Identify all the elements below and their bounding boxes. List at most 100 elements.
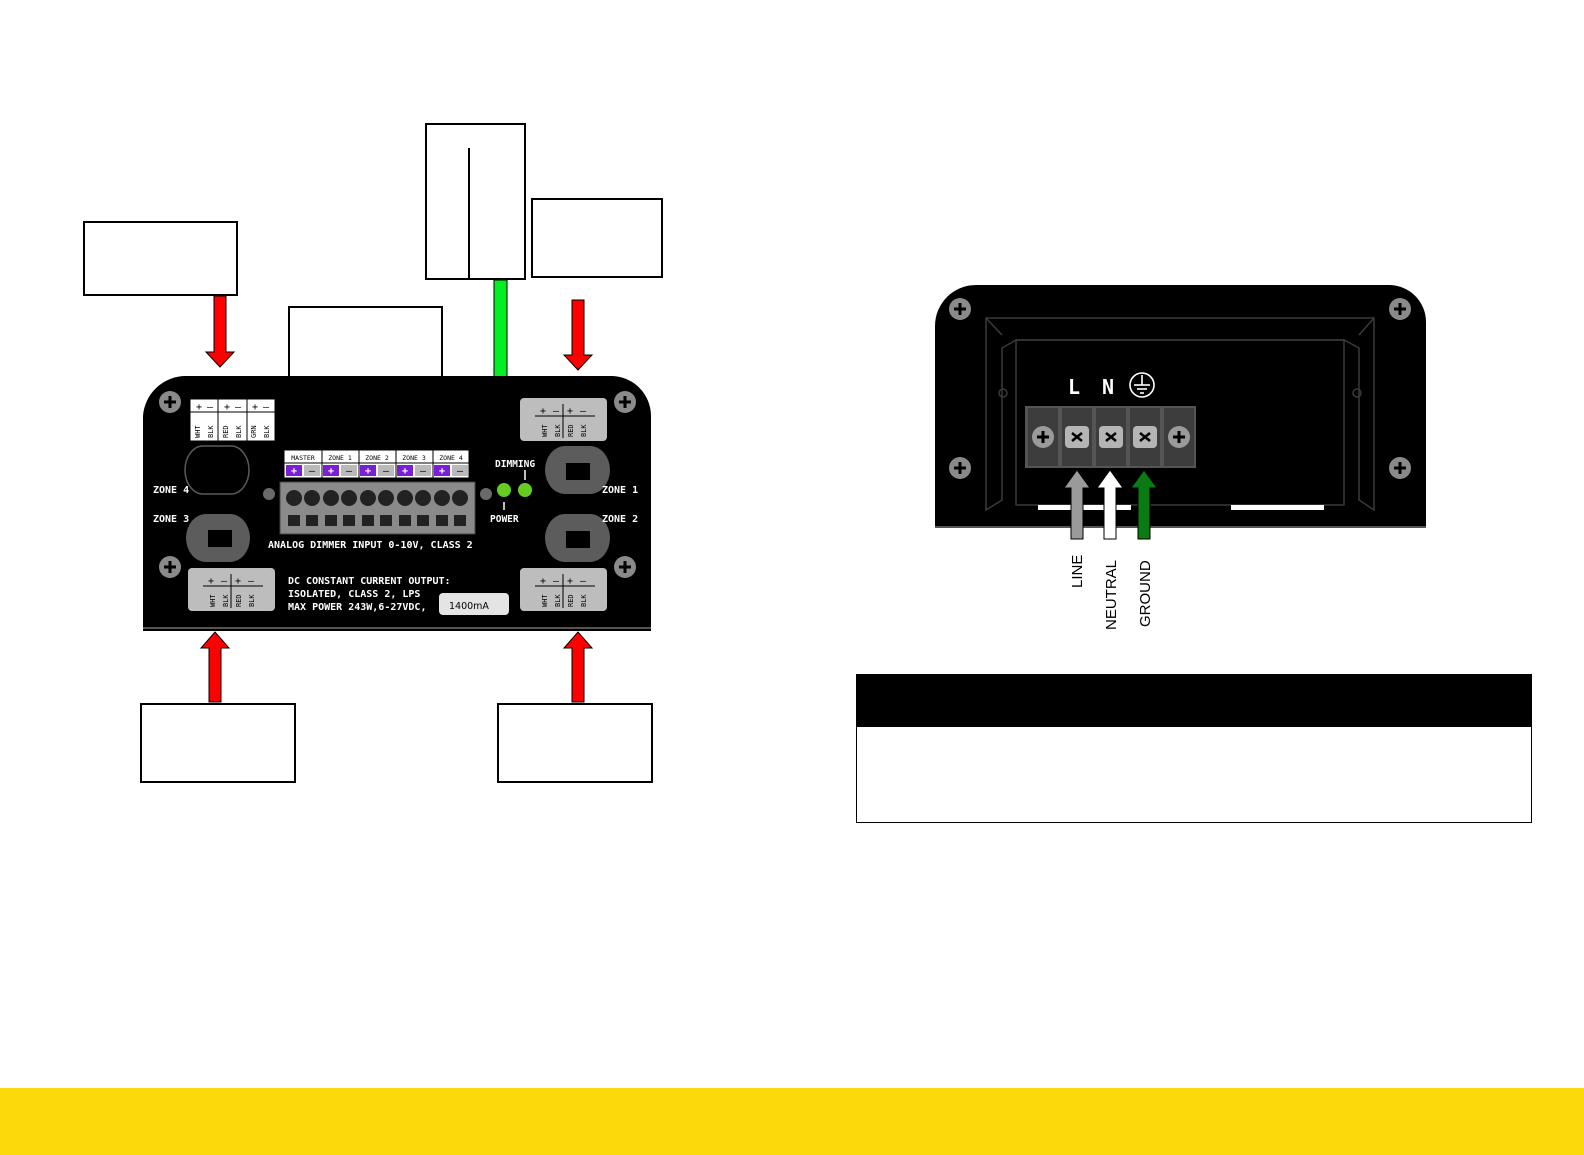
power-led: [497, 483, 511, 497]
knockout-zone1: [545, 446, 610, 494]
polarity-plus: +: [567, 406, 573, 417]
power-label: POWER: [490, 514, 519, 525]
polarity-plus: +: [567, 576, 573, 587]
arrow-zone4: [204, 295, 236, 368]
screw-icon: [949, 457, 971, 479]
polarity-minus: –: [420, 466, 427, 477]
ac-terminal-strip: [1025, 406, 1196, 468]
callout-box-status-leds: [425, 123, 526, 280]
polarity-minus: –: [580, 576, 587, 587]
knockout-zone4: [184, 445, 250, 495]
arrow-zone3: [199, 631, 231, 703]
wire-code: BLK: [263, 425, 271, 438]
wire-label-neutral: NEUTRAL: [1103, 560, 1120, 630]
wire-code: BLK: [248, 594, 256, 607]
polarity-minus: –: [309, 466, 316, 477]
dimming-label: DIMMING: [495, 459, 535, 470]
wire-legend-zone4: [189, 398, 276, 442]
wire-arrow-neutral: [1096, 469, 1124, 540]
polarity-minus: –: [553, 406, 560, 417]
polarity-minus: –: [207, 402, 214, 413]
wire-arrow-line: [1063, 469, 1091, 540]
polarity-minus: –: [580, 406, 587, 417]
dimmer-header: ZONE 2: [365, 454, 389, 462]
dimmer-caption: ANALOG DIMMER INPUT 0-10V, CLASS 2: [268, 540, 473, 551]
screw-icon: [949, 298, 971, 320]
dimmer-header: ZONE 4: [439, 454, 463, 462]
wire-code: BLK: [207, 425, 215, 438]
enclosure-outline: [985, 317, 1375, 512]
dimming-led: [518, 483, 532, 497]
zone-label: ZONE 3: [153, 514, 189, 525]
wire-code: BLK: [580, 424, 588, 437]
current-badge: [439, 593, 509, 615]
polarity-minus: –: [346, 466, 353, 477]
dimmer-header: ZONE 3: [402, 454, 426, 462]
wire-code: RED: [567, 424, 575, 437]
wire-code: WHT: [209, 594, 217, 607]
polarity-minus: –: [221, 576, 228, 587]
output-spec-line: DC CONSTANT CURRENT OUTPUT:: [288, 576, 451, 587]
knockout-zone3: [186, 514, 250, 562]
screw-icon: [159, 391, 181, 413]
polarity-plus: +: [540, 576, 546, 587]
polarity-plus: +: [235, 576, 241, 587]
polarity-plus: +: [439, 466, 445, 477]
driver-panel-diagram: + – + – + – WHT BLK RED BLK GRN BLK + – …: [83, 123, 663, 783]
arrow-zone1: [562, 299, 594, 371]
wire-label-ground: GROUND: [1137, 560, 1154, 627]
screw-icon: [614, 391, 636, 413]
polarity-plus: +: [208, 576, 214, 587]
wire-code: BLK: [554, 594, 562, 607]
wire-label-line: LINE: [1069, 555, 1086, 588]
arrow-zone2: [562, 631, 594, 703]
zone-label: ZONE 4: [153, 485, 189, 496]
dimmer-header: ZONE 1: [328, 454, 352, 462]
notice-box: [856, 674, 1532, 823]
callout-box-dimmer-input: [288, 306, 443, 381]
current-badge-text: 1400mA: [449, 601, 489, 612]
output-spec-line: MAX POWER 243W,6-27VDC,: [288, 602, 426, 613]
earth-ground-icon: [1129, 372, 1155, 398]
polarity-plus: +: [224, 402, 230, 413]
wire-code: WHT: [541, 594, 549, 607]
notice-header-bar: [857, 675, 1531, 727]
callout-box-zone2-output: [497, 703, 653, 783]
polarity-minus: –: [248, 576, 255, 587]
wire-legend-zone2: [520, 568, 607, 611]
panel-stripe: [1038, 505, 1131, 510]
polarity-minus: –: [553, 576, 560, 587]
wire-code: BLK: [554, 424, 562, 437]
wire-code: BLK: [580, 594, 588, 607]
polarity-plus: +: [365, 466, 371, 477]
screw-icon: [614, 556, 636, 578]
dimmer-header: MASTER: [291, 454, 315, 462]
polarity-plus: +: [196, 402, 202, 413]
wire-code: RED: [235, 594, 243, 607]
output-spec-line: ISOLATED, CLASS 2, LPS: [288, 589, 420, 600]
wire-code: WHT: [541, 424, 549, 437]
wire-legend-zone1: [520, 398, 607, 441]
polarity-plus: +: [402, 466, 408, 477]
screw-icon: [1389, 457, 1411, 479]
wire-code: BLK: [235, 425, 243, 438]
wire-legend-zone3: [188, 568, 275, 611]
panel-stripe: [1231, 505, 1324, 510]
callout-box-zone1-output: [531, 198, 663, 278]
wire-code: RED: [222, 425, 230, 438]
wire-code: GRN: [250, 425, 258, 438]
terminal-letter-line: L: [1068, 375, 1080, 399]
callout-box-zone3-output: [140, 703, 296, 783]
zone-label: ZONE 1: [602, 485, 638, 496]
dimmer-terminal-block: [263, 481, 492, 535]
polarity-minus: –: [235, 402, 242, 413]
callout-box-zone4-output: [83, 221, 238, 296]
screw-icon: [159, 556, 181, 578]
polarity-plus: +: [540, 406, 546, 417]
polarity-minus: –: [263, 402, 270, 413]
screw-icon: [1389, 298, 1411, 320]
wire-code: BLK: [222, 594, 230, 607]
polarity-plus: +: [291, 466, 297, 477]
knockout-zone2: [545, 514, 610, 562]
ac-input-diagram: L N LINE NEUTRAL GROUND: [935, 285, 1426, 630]
